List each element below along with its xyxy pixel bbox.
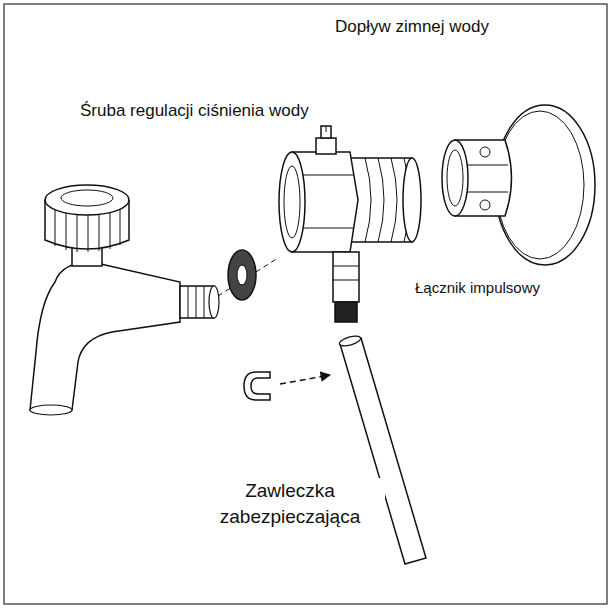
female-opening	[279, 152, 305, 252]
label-box: Śruba regulacji ciśnienia wody	[78, 100, 378, 123]
part-label: Łącznik impulsowy	[413, 278, 542, 298]
tube	[340, 338, 426, 564]
female-thread	[284, 166, 300, 238]
impulse-connector	[333, 252, 359, 302]
screw-tip	[321, 126, 331, 138]
adjust-screw	[316, 138, 336, 154]
part-label: Zawleczka zabezpieczająca	[195, 478, 385, 529]
thread-end	[209, 286, 219, 318]
connector-rib	[333, 266, 359, 267]
hex-edge	[296, 175, 354, 176]
screw-slot	[326, 126, 327, 132]
hex-edge	[296, 228, 354, 229]
frame	[4, 4, 607, 604]
insert-arrow	[280, 375, 330, 384]
nut-face	[442, 140, 468, 216]
connector-collet	[335, 302, 357, 322]
label-box: Dopływ zimnej wody	[333, 16, 573, 39]
nut-hole	[480, 147, 490, 157]
knob-cap	[61, 190, 113, 206]
label-box: Zawleczka zabezpieczająca	[195, 478, 385, 529]
connector-rib	[333, 280, 359, 281]
knob-top	[45, 185, 129, 215]
part-label: Dopływ zimnej wody	[333, 16, 491, 39]
spout-end	[30, 405, 72, 415]
label-box: Łącznik impulsowy	[413, 278, 603, 298]
washer-hole	[237, 265, 247, 285]
thread-line	[188, 286, 204, 318]
nut-hole	[480, 200, 490, 210]
nut-thread	[447, 150, 463, 206]
thread-end	[403, 158, 421, 242]
safety-clip	[244, 372, 270, 400]
faucet-body	[30, 262, 180, 410]
tube-end	[338, 334, 361, 348]
part-label: Śruba regulacji ciśnienia wody	[78, 100, 311, 123]
washer	[228, 250, 256, 300]
